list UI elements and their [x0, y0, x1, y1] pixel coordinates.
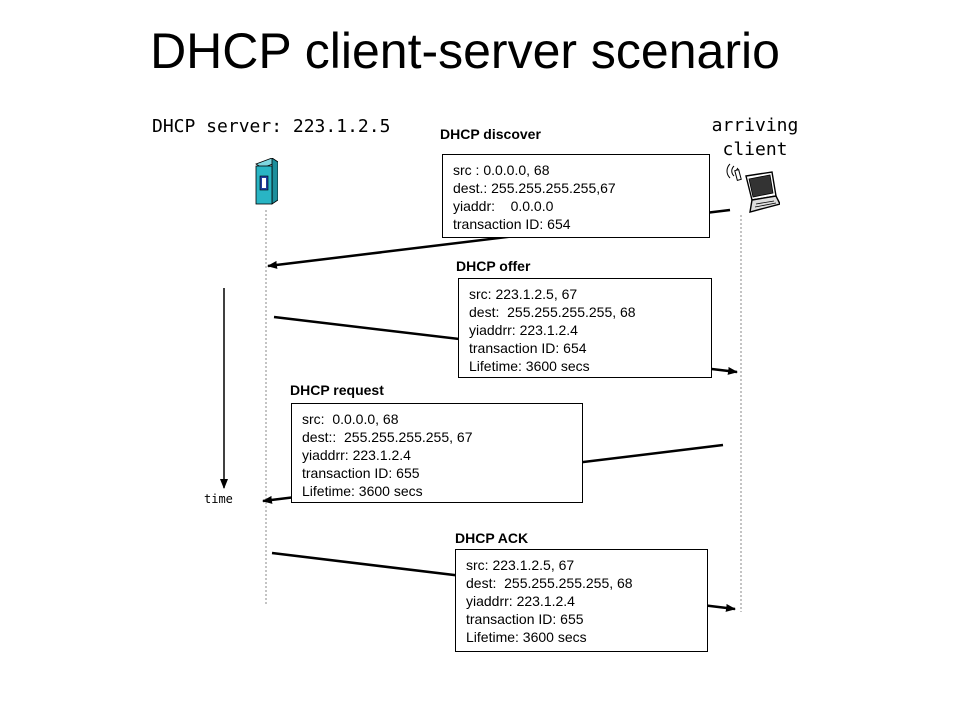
- ack-title: DHCP ACK: [455, 530, 529, 546]
- offer-title: DHCP offer: [456, 258, 531, 274]
- discover-line: dest.: 255.255.255.255,67: [453, 180, 616, 196]
- request-box: src: 0.0.0.0, 68 dest:: 255.255.255.255,…: [291, 403, 583, 503]
- diagram-title: DHCP client-server scenario: [150, 23, 780, 79]
- offer-line: Lifetime: 3600 secs: [469, 358, 590, 374]
- ack-line: transaction ID: 655: [466, 611, 584, 627]
- discover-line: yiaddr: 0.0.0.0: [453, 198, 554, 214]
- ack-line: dest: 255.255.255.255, 68: [466, 575, 633, 591]
- request-line: src: 0.0.0.0, 68: [302, 411, 399, 427]
- offer-line: src: 223.1.2.5, 67: [469, 286, 578, 302]
- request-line: transaction ID: 655: [302, 465, 420, 481]
- request-line: Lifetime: 3600 secs: [302, 483, 423, 499]
- server-tower-icon: [255, 158, 278, 205]
- offer-line: transaction ID: 654: [469, 340, 587, 356]
- request-title: DHCP request: [290, 382, 384, 398]
- client-label-line-1: arriving: [711, 115, 799, 136]
- ack-line: Lifetime: 3600 secs: [466, 629, 587, 645]
- discover-line: src : 0.0.0.0, 68: [453, 162, 550, 178]
- ack-line: yiaddrr: 223.1.2.4: [466, 593, 575, 609]
- discover-title: DHCP discover: [440, 126, 541, 142]
- server-label: DHCP server: 223.1.2.5: [152, 116, 391, 137]
- offer-line: yiaddrr: 223.1.2.4: [469, 322, 578, 338]
- request-line: dest:: 255.255.255.255, 67: [302, 429, 473, 445]
- offer-box: src: 223.1.2.5, 67 dest: 255.255.255.255…: [458, 278, 712, 378]
- client-label-line-2: client: [722, 139, 788, 160]
- time-label: time: [204, 492, 233, 506]
- discover-line: transaction ID: 654: [453, 216, 571, 232]
- laptop-wireless-icon: [726, 163, 780, 213]
- client-label: arriving client: [700, 114, 810, 162]
- ack-line: src: 223.1.2.5, 67: [466, 557, 575, 573]
- offer-line: dest: 255.255.255.255, 68: [469, 304, 636, 320]
- request-line: yiaddrr: 223.1.2.4: [302, 447, 411, 463]
- ack-box: src: 223.1.2.5, 67 dest: 255.255.255.255…: [455, 549, 708, 652]
- discover-box: src : 0.0.0.0, 68 dest.: 255.255.255.255…: [442, 154, 710, 238]
